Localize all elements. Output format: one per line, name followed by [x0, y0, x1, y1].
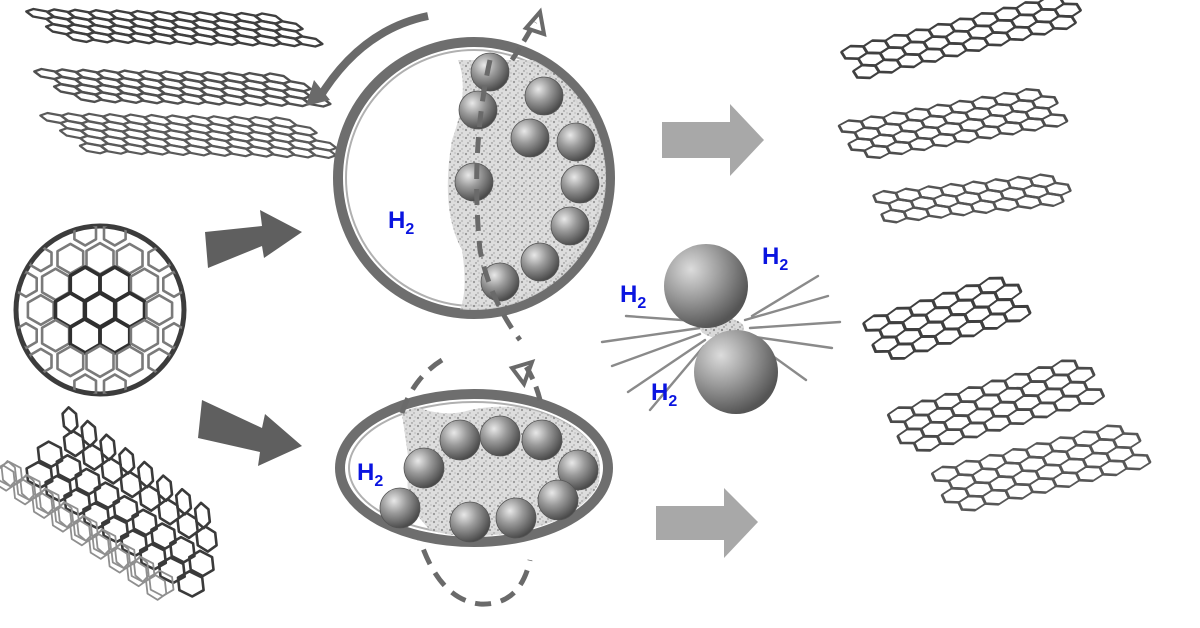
ball-collision-icon: H2 H2 H2 [600, 243, 842, 414]
c60-fullerene-icon [13, 223, 187, 397]
planetary-mill-jar-icon: H2 [306, 7, 615, 342]
carbon-nanotube-icon [0, 406, 218, 601]
h2-label-collision-bottom: H2 [651, 379, 677, 410]
arrow-to-product-top [662, 104, 764, 176]
arrow-to-shaker-jar [198, 400, 302, 466]
h2-label-collision-left: H2 [620, 281, 646, 312]
h2-label-shaker: H2 [357, 459, 383, 490]
arrow-to-product-bottom [656, 488, 758, 558]
h2-label-collision-top: H2 [762, 243, 788, 274]
arrow-to-planetary-jar [205, 210, 302, 268]
h2-label-planetary: H2 [388, 207, 414, 238]
graphene-layers-icon [25, 7, 338, 159]
disordered-hydrogenated-carbon-icon [837, 0, 1082, 224]
hydrogenated-graphene-stack-icon [862, 276, 1152, 512]
shaker-mill-jar-icon: H2 [335, 357, 613, 607]
